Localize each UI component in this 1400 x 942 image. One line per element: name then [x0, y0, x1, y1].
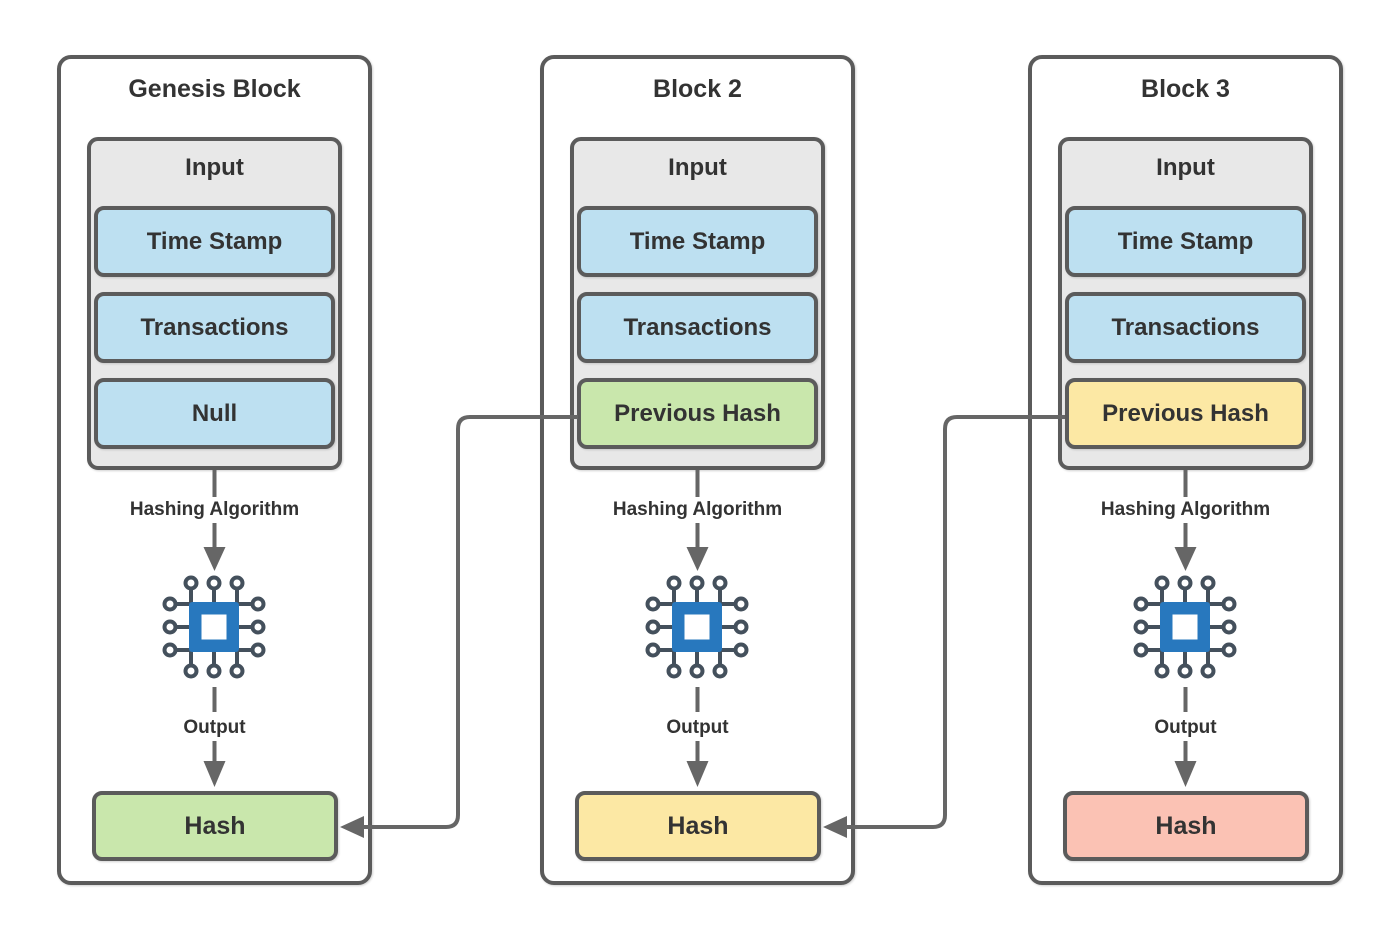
field-previous-hash: Previous Hash: [1065, 378, 1306, 449]
field-time-stamp: Time Stamp: [94, 206, 335, 277]
block-3-card: Block 3 Input Time Stamp Transactions Pr…: [1028, 55, 1343, 885]
block-title: Genesis Block: [128, 75, 301, 103]
field-previous-hash: Previous Hash: [577, 378, 818, 449]
input-label: Input: [1156, 154, 1215, 181]
cpu-chip-icon: [162, 575, 266, 679]
output-label: Output: [183, 717, 246, 738]
field-null: Null: [94, 378, 335, 449]
block-3-hash-box: Hash: [1063, 791, 1309, 861]
field-transactions: Transactions: [577, 292, 818, 363]
cpu-chip-icon: [645, 575, 749, 679]
input-container: Input Time Stamp Transactions Null: [87, 137, 342, 470]
cpu-chip-icon: [1133, 575, 1237, 679]
input-container: Input Time Stamp Transactions Previous H…: [1058, 137, 1313, 470]
field-time-stamp: Time Stamp: [1065, 206, 1306, 277]
hashing-algorithm-label: Hashing Algorithm: [612, 499, 783, 520]
input-label: Input: [668, 154, 727, 181]
output-label: Output: [1154, 717, 1217, 738]
block-2-card: Block 2 Input Time Stamp Transactions Pr…: [540, 55, 855, 885]
block-title: Block 3: [1141, 75, 1230, 103]
block-title: Block 2: [653, 75, 742, 103]
field-transactions: Transactions: [1065, 292, 1306, 363]
field-time-stamp: Time Stamp: [577, 206, 818, 277]
genesis-hash-box: Hash: [92, 791, 338, 861]
genesis-block-card: Genesis Block Input Time Stamp Transacti…: [57, 55, 372, 885]
block-2-hash-box: Hash: [575, 791, 821, 861]
hashing-algorithm-label: Hashing Algorithm: [1100, 499, 1271, 520]
output-label: Output: [666, 717, 729, 738]
hashing-algorithm-label: Hashing Algorithm: [129, 499, 300, 520]
field-transactions: Transactions: [94, 292, 335, 363]
input-label: Input: [185, 154, 244, 181]
input-container: Input Time Stamp Transactions Previous H…: [570, 137, 825, 470]
